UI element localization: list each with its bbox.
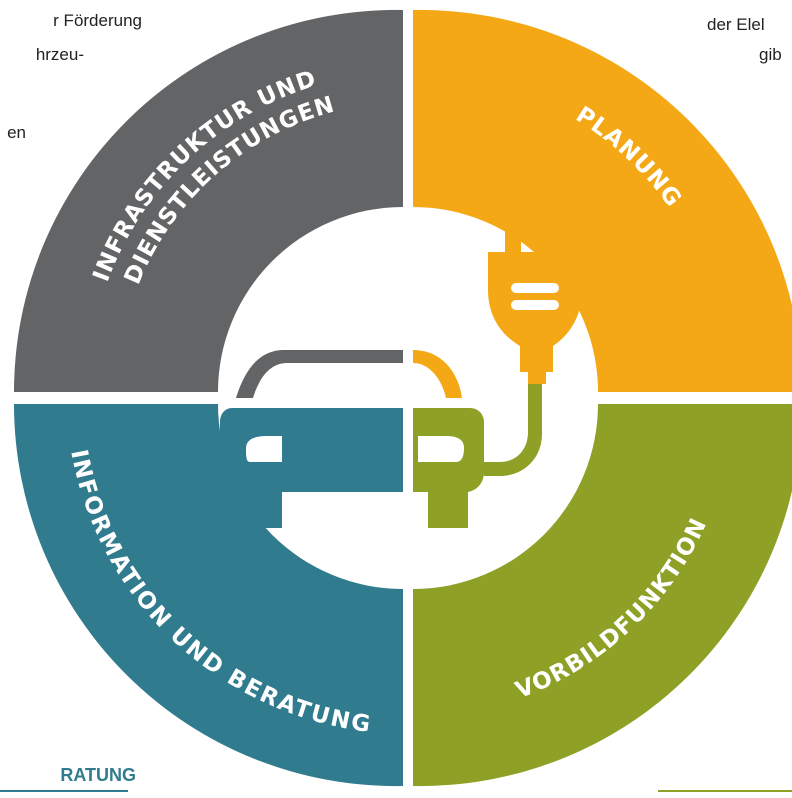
background-text-left-1: r Förderung	[53, 11, 142, 30]
background-text-right-1: der Elel	[707, 15, 765, 34]
bottom-rule-right	[658, 790, 792, 792]
bottom-rule-left	[0, 790, 128, 792]
segment-bottom-right	[413, 404, 792, 787]
segment-top-left	[13, 9, 404, 393]
bottom-heading: RATUNG	[60, 765, 136, 785]
segment-bottom-left	[13, 404, 403, 787]
right-headlight	[418, 436, 464, 462]
background-text-left-3: en	[7, 123, 26, 142]
segment-top-right	[413, 9, 792, 392]
plug-slot-2	[511, 300, 559, 310]
background-text-right-2: gib	[759, 45, 782, 64]
plug-slot-1	[511, 283, 559, 293]
left-headlight	[246, 436, 282, 462]
separator-horizontal	[0, 392, 792, 404]
electric-car-with-plug-icon	[220, 218, 582, 528]
background-text-left-2: hrzeu-	[35, 45, 84, 64]
